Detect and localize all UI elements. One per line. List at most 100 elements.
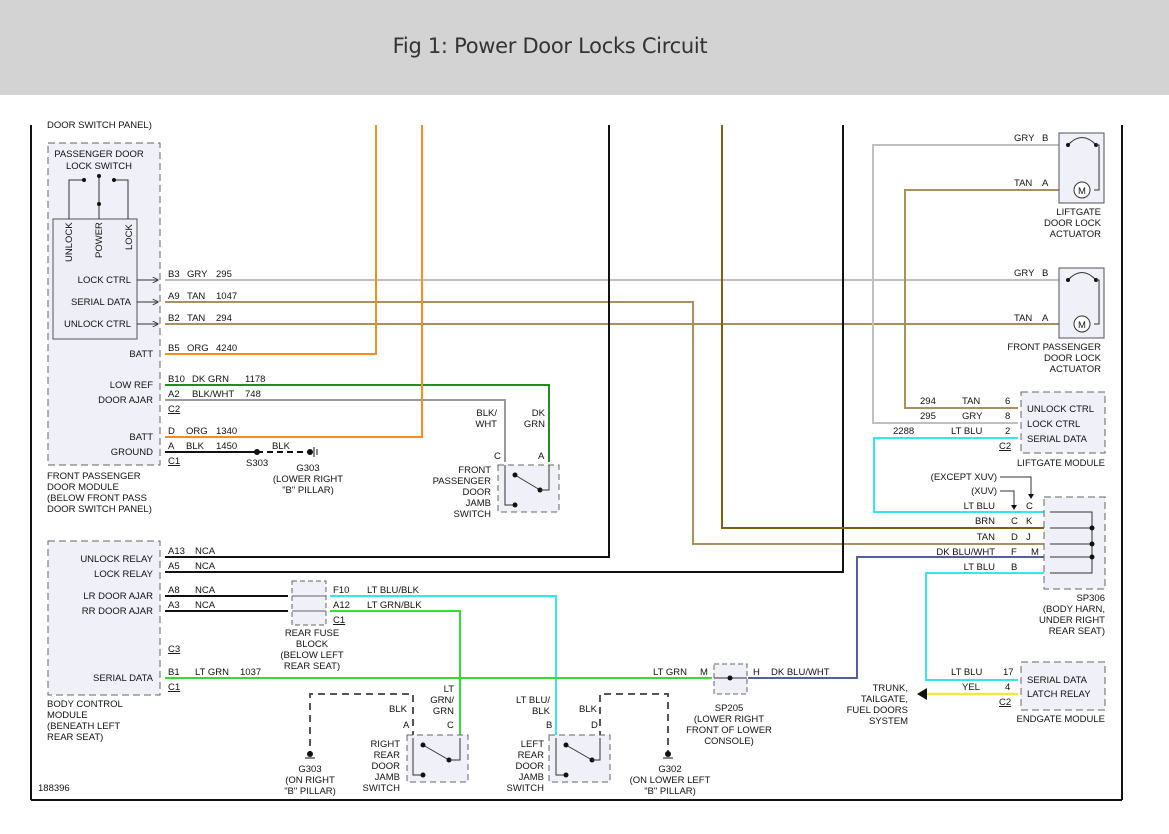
svg-text:LT BLU/: LT BLU/ bbox=[516, 695, 550, 706]
svg-text:BLK/WHT: BLK/WHT bbox=[192, 389, 234, 400]
svg-text:TRUNK,: TRUNK, bbox=[873, 683, 908, 694]
svg-text:C: C bbox=[494, 451, 501, 462]
svg-text:BODY CONTROL: BODY CONTROL bbox=[47, 699, 123, 710]
svg-text:DOOR SWITCH PANEL): DOOR SWITCH PANEL) bbox=[47, 504, 152, 515]
svg-text:A12: A12 bbox=[333, 600, 350, 611]
svg-text:"B" PILLAR): "B" PILLAR) bbox=[282, 485, 334, 496]
svg-text:"B" PILLAR): "B" PILLAR) bbox=[644, 786, 696, 797]
svg-text:295: 295 bbox=[216, 269, 232, 280]
svg-text:DOOR MODULE: DOOR MODULE bbox=[47, 482, 119, 493]
svg-text:D: D bbox=[168, 426, 175, 437]
svg-text:MODULE: MODULE bbox=[47, 710, 88, 721]
svg-text:B5: B5 bbox=[168, 343, 180, 354]
svg-text:C2: C2 bbox=[999, 697, 1011, 708]
svg-text:C: C bbox=[1026, 501, 1033, 512]
svg-text:UNLOCK RELAY: UNLOCK RELAY bbox=[80, 554, 153, 565]
svg-text:SWITCH: SWITCH bbox=[454, 509, 492, 520]
svg-text:ACTUATOR: ACTUATOR bbox=[1050, 229, 1102, 240]
svg-text:NCA: NCA bbox=[195, 561, 216, 572]
svg-text:FRONT OF LOWER: FRONT OF LOWER bbox=[686, 725, 772, 736]
svg-text:M: M bbox=[1078, 186, 1086, 197]
ground-icon bbox=[307, 449, 313, 455]
svg-text:NCA: NCA bbox=[195, 546, 216, 557]
motor-icon bbox=[1073, 181, 1091, 199]
figure-title: Fig 1: Power Door Locks Circuit bbox=[392, 34, 708, 58]
svg-text:D: D bbox=[591, 720, 598, 731]
switch-pin-power: POWER bbox=[94, 222, 105, 258]
wire-dkbluwht bbox=[748, 556, 1045, 679]
splice-sp205: LT GRN M H DK BLU/WHT SP205 (LOWER RIGHT… bbox=[653, 663, 830, 747]
svg-text:BATT: BATT bbox=[129, 432, 153, 443]
svg-text:JAMB: JAMB bbox=[375, 772, 400, 783]
svg-text:FRONT: FRONT bbox=[458, 465, 491, 476]
svg-text:B: B bbox=[1011, 562, 1017, 573]
wire-gry-liftgate bbox=[872, 144, 1060, 424]
svg-text:(XUV): (XUV) bbox=[971, 486, 997, 497]
svg-text:DOOR: DOOR bbox=[372, 761, 401, 772]
svg-text:2288: 2288 bbox=[893, 426, 914, 437]
svg-text:LATCH RELAY: LATCH RELAY bbox=[1027, 689, 1091, 700]
svg-text:FRONT PASSENGER: FRONT PASSENGER bbox=[47, 471, 141, 482]
svg-text:DOOR: DOOR bbox=[463, 487, 492, 498]
svg-text:M: M bbox=[1031, 547, 1039, 558]
svg-text:NCA: NCA bbox=[195, 585, 216, 596]
motor-icon bbox=[1073, 315, 1091, 333]
svg-text:SWITCH: SWITCH bbox=[363, 783, 401, 794]
ground-icon bbox=[307, 751, 313, 757]
svg-text:G302: G302 bbox=[658, 764, 681, 775]
svg-text:BRN: BRN bbox=[975, 516, 995, 527]
svg-text:ACTUATOR: ACTUATOR bbox=[1050, 364, 1102, 375]
svg-text:DOOR LOCK: DOOR LOCK bbox=[1044, 353, 1102, 364]
svg-text:M: M bbox=[700, 667, 708, 678]
svg-text:M: M bbox=[1078, 320, 1086, 331]
svg-text:K: K bbox=[1026, 516, 1033, 527]
svg-text:C1: C1 bbox=[333, 615, 345, 626]
svg-text:GRN: GRN bbox=[524, 419, 545, 430]
svg-text:REAR: REAR bbox=[374, 750, 401, 761]
svg-text:GRY: GRY bbox=[1014, 133, 1035, 144]
svg-text:DOOR AJAR: DOOR AJAR bbox=[98, 395, 153, 406]
front-passenger-door-module: PASSENGER DOOR LOCK SWITCH UNLOCK POWER … bbox=[47, 142, 265, 515]
wire-blkwht-748 bbox=[165, 399, 506, 462]
svg-text:LT BLU/BLK: LT BLU/BLK bbox=[367, 585, 420, 596]
svg-text:WHT: WHT bbox=[475, 419, 497, 430]
svg-text:(LOWER RIGHT: (LOWER RIGHT bbox=[694, 714, 764, 725]
svg-text:BATT: BATT bbox=[129, 349, 153, 360]
svg-text:FUEL DOORS: FUEL DOORS bbox=[847, 705, 908, 716]
svg-text:H: H bbox=[753, 667, 760, 678]
figure-header: Fig 1: Power Door Locks Circuit bbox=[0, 0, 1169, 95]
svg-text:C3: C3 bbox=[168, 644, 180, 655]
svg-text:YEL: YEL bbox=[962, 682, 980, 693]
svg-text:A2: A2 bbox=[168, 389, 180, 400]
svg-text:LT GRN: LT GRN bbox=[653, 667, 687, 678]
svg-text:DK GRN: DK GRN bbox=[192, 374, 229, 385]
svg-text:4: 4 bbox=[1005, 682, 1010, 693]
svg-text:LR DOOR AJAR: LR DOOR AJAR bbox=[83, 591, 153, 602]
cut-off-label: DOOR SWITCH PANEL) bbox=[47, 120, 152, 131]
wire-blk-unlock-relay bbox=[165, 125, 610, 558]
svg-text:(ON LOWER LEFT: (ON LOWER LEFT bbox=[630, 775, 711, 786]
wire-ltgrnblk bbox=[330, 610, 461, 738]
svg-text:NCA: NCA bbox=[195, 600, 216, 611]
svg-text:SERIAL DATA: SERIAL DATA bbox=[71, 297, 132, 308]
svg-text:S303: S303 bbox=[246, 458, 268, 469]
figure-id: 188396 bbox=[38, 783, 70, 794]
svg-text:A5: A5 bbox=[168, 561, 180, 572]
svg-text:LOCK SWITCH: LOCK SWITCH bbox=[66, 161, 132, 172]
svg-text:1047: 1047 bbox=[216, 291, 237, 302]
wire-org-1340 bbox=[165, 125, 423, 438]
svg-text:BLK: BLK bbox=[532, 706, 551, 717]
svg-text:B: B bbox=[1042, 268, 1048, 279]
svg-text:PASSENGER: PASSENGER bbox=[433, 476, 492, 487]
svg-text:F10: F10 bbox=[333, 585, 349, 596]
svg-text:295: 295 bbox=[920, 411, 936, 422]
svg-text:SERIAL DATA: SERIAL DATA bbox=[93, 673, 154, 684]
wires bbox=[165, 125, 1060, 752]
svg-text:A13: A13 bbox=[168, 546, 185, 557]
svg-text:LT BLU: LT BLU bbox=[964, 562, 995, 573]
svg-text:REAR FUSE: REAR FUSE bbox=[285, 628, 339, 639]
